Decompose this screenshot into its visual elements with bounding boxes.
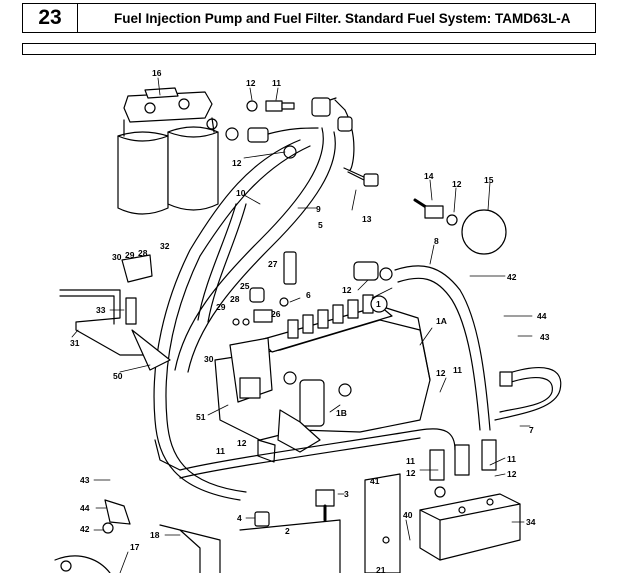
callout-12: 12 [232,158,242,168]
callout-5: 5 [318,220,323,230]
callout-2: 2 [285,526,290,536]
callout-11: 11 [507,454,516,464]
callout-1b: 1B [336,408,347,418]
callout-15: 15 [484,175,494,185]
callout-29: 29 [125,250,135,260]
callout-25: 25 [240,281,250,291]
callout-32: 32 [160,241,170,251]
callout-9: 9 [316,204,321,214]
callout-43: 43 [540,332,550,342]
fuel-supply-line [154,428,456,479]
callout-17: 17 [130,542,140,552]
pump-outlets [287,294,374,339]
callout-29: 29 [216,302,226,312]
callout-1a: 1A [436,316,447,326]
callout-12: 12 [246,78,256,88]
callout-11: 11 [216,446,225,456]
callout-6: 6 [306,290,311,300]
callout-51: 51 [196,412,206,422]
callout-31: 31 [70,338,80,348]
callout-33: 33 [96,305,106,315]
callout-11: 11 [406,456,415,466]
callout-14: 14 [424,171,434,181]
callout-30: 30 [204,354,214,364]
leak-off-line [494,367,562,421]
callout-28: 28 [138,248,148,258]
callout-16: 16 [152,68,162,78]
header-rule-bar [22,43,596,55]
left-bracket-line [59,254,171,371]
callout-28: 28 [230,294,240,304]
callout-12: 12 [436,368,446,378]
callout-18: 18 [150,530,160,540]
callout-40: 40 [403,510,413,520]
callout-1: 1 [376,299,381,309]
callout-30: 30 [112,252,122,262]
callout-21: 21 [376,565,386,573]
callout-11: 11 [453,365,462,375]
banjo-fittings-top [225,97,353,159]
page-title: Fuel Injection Pump and Fuel Filter. Sta… [114,10,571,26]
leader-lines [71,77,533,573]
callout-44: 44 [80,503,90,513]
callout-circle-1 [370,295,388,313]
return-hose [394,265,491,431]
callout-3: 3 [344,489,349,499]
lower-bracket [54,473,401,573]
valve-block [419,439,521,561]
callout-27: 27 [268,259,278,269]
callout-41: 41 [370,476,380,486]
callout-34: 34 [526,517,536,527]
callout-44: 44 [537,311,547,321]
callout-12: 12 [237,438,247,448]
callout-42: 42 [80,524,90,534]
callout-8: 8 [434,236,439,246]
callout-4: 4 [237,513,242,523]
callout-12: 12 [452,179,462,189]
callout-11: 11 [272,78,281,88]
page-number: 23 [23,4,78,32]
fuel-filter-assembly [117,87,219,215]
callout-26: 26 [271,309,281,319]
callout-12: 12 [406,468,416,478]
callout-10: 10 [236,188,246,198]
callout-12: 12 [507,469,517,479]
plug-and-cap [413,198,507,255]
callout-13: 13 [362,214,372,224]
callout-42: 42 [507,272,517,282]
callout-50: 50 [113,371,123,381]
callout-12: 12 [342,285,352,295]
callout-labels: 16 12 11 12 10 9 5 13 14 12 15 8 32 30 2… [70,68,550,573]
callout-7: 7 [529,425,534,435]
small-parts-upper [232,251,393,326]
callout-43: 43 [80,475,90,485]
bolt-13 [343,167,379,187]
page-header: 23 Fuel Injection Pump and Fuel Filter. … [22,3,596,33]
fuel-hoses [153,97,355,501]
injection-pump [214,305,431,463]
